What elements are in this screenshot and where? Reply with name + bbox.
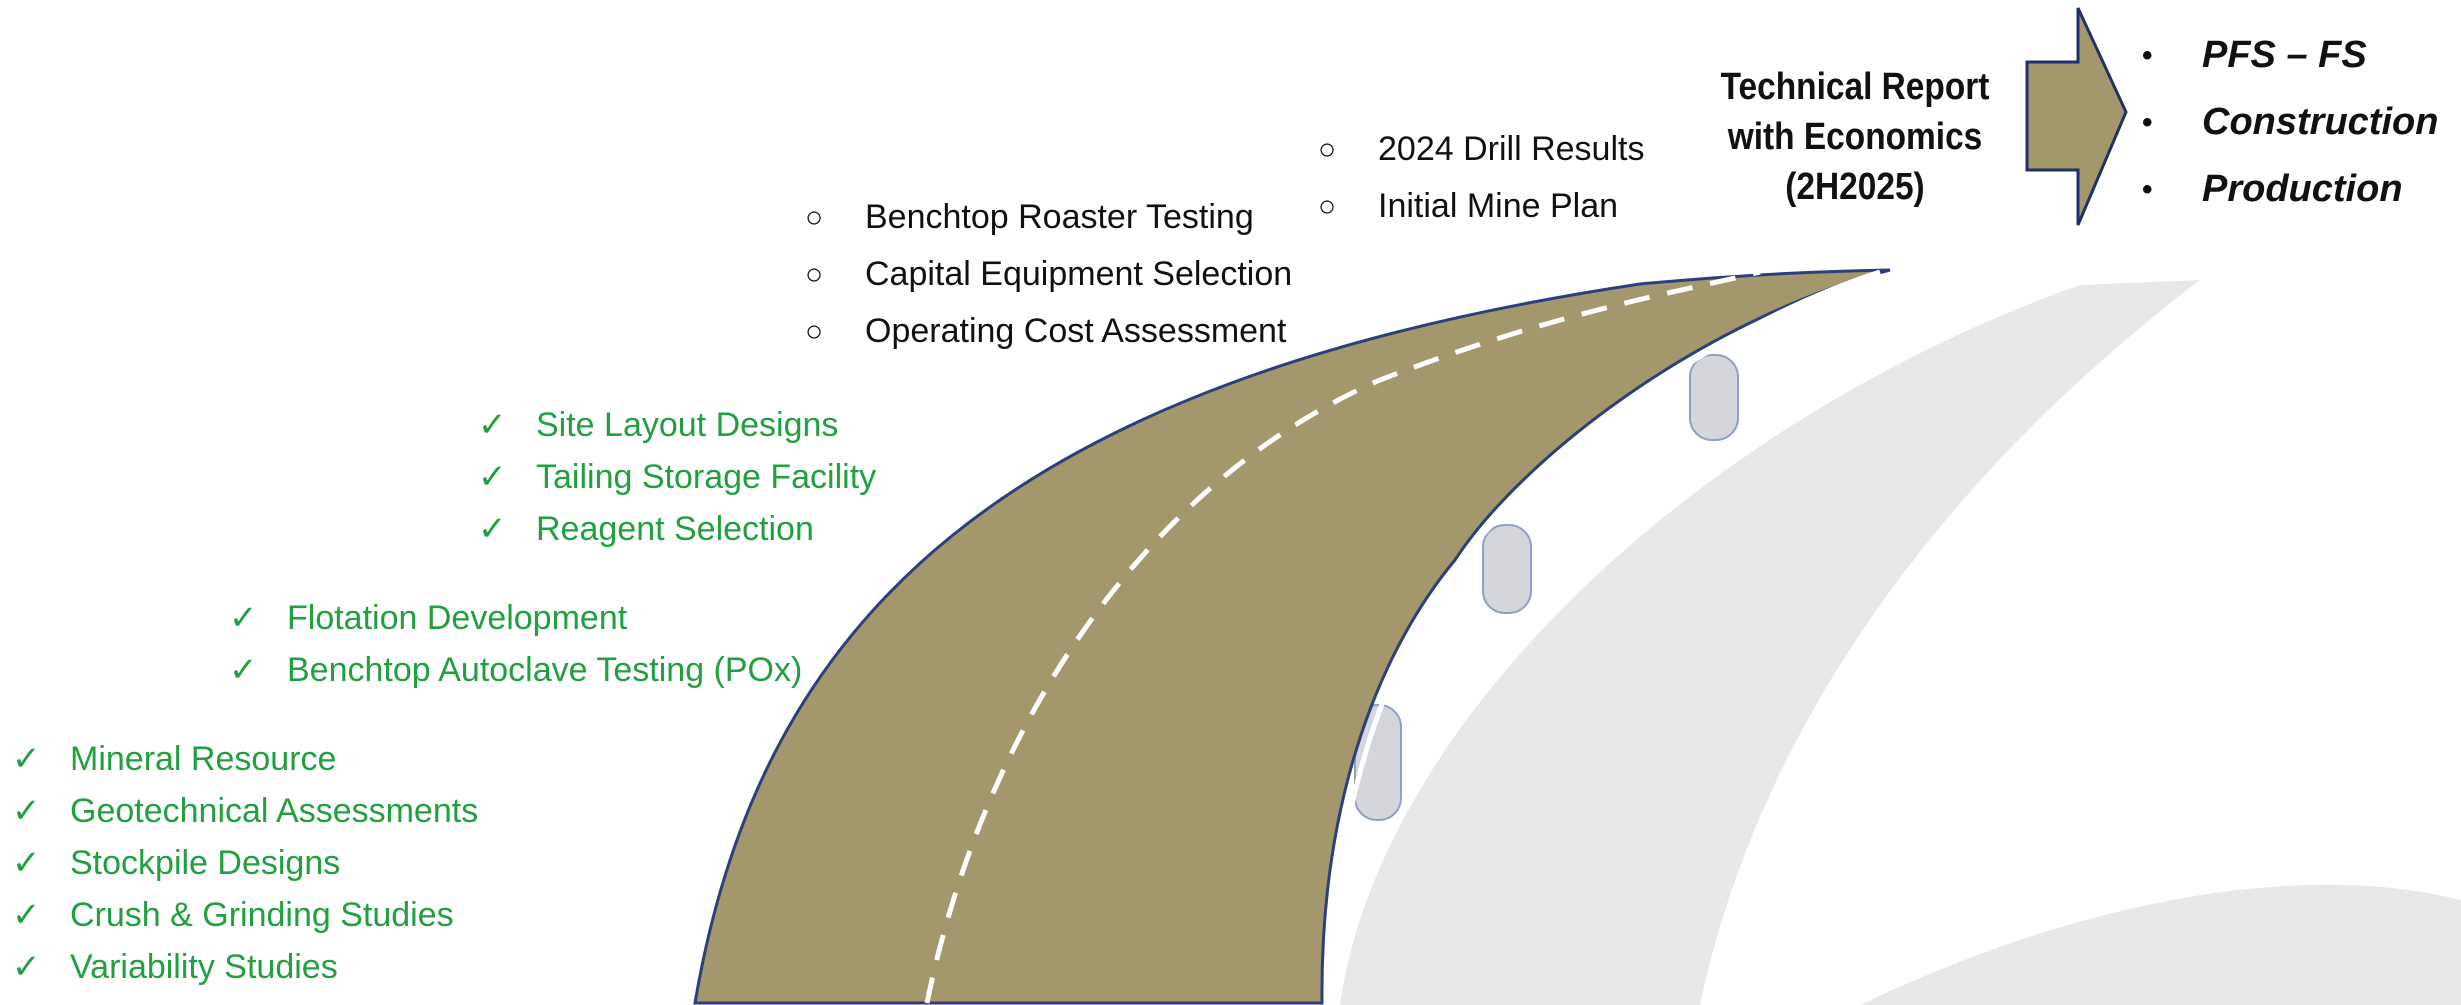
milestone-group-5: ○ 2024 Drill Results ○ Initial Mine Plan (1318, 121, 1644, 235)
milestone-item: ✓ Site Layout Designs (478, 399, 876, 451)
milestone-label: Flotation Development (287, 599, 628, 637)
milestone-label: Reagent Selection (536, 510, 814, 548)
bridge-pillar (1354, 704, 1402, 821)
milestone-label: Mineral Resource (70, 740, 337, 778)
circle-bullet-icon: ○ (1318, 133, 1337, 166)
check-icon: ✓ (478, 458, 507, 496)
outcome-item: • PFS – FS (2142, 22, 2438, 89)
milestone-label: Site Layout Designs (536, 406, 839, 444)
circle-bullet-icon: ○ (1318, 190, 1337, 223)
milestone-group-4: ○ Benchtop Roaster Testing ○ Capital Equipm… (805, 189, 1292, 360)
bridge-pillar (1482, 524, 1532, 614)
milestone-group-1: ✓ Mineral Resource ✓ Geotechnical Assessmen… (12, 733, 478, 993)
check-icon: ✓ (229, 651, 258, 689)
milestone-item: ○ Capital Equipment Selection (805, 246, 1292, 303)
road-edge-highlight (1327, 269, 1881, 1004)
background-swoosh-lower (1860, 884, 2461, 1005)
check-icon: ✓ (12, 948, 41, 986)
report-date: (2H2025) (1785, 166, 1925, 208)
milestone-item: ✓ Crush & Grinding Studies (12, 889, 478, 941)
road-center-line (924, 269, 1761, 1004)
check-icon: ✓ (12, 740, 41, 778)
milestone-label: Initial Mine Plan (1378, 187, 1619, 225)
milestone-label: Operating Cost Assessment (865, 312, 1287, 350)
milestone-group-3: ✓ Site Layout Designs ✓ Tailing Storage Fac… (478, 399, 876, 555)
milestone-label: Variability Studies (70, 948, 338, 986)
road-surface (693, 268, 1891, 1005)
check-icon: ✓ (478, 510, 507, 548)
check-icon: ✓ (478, 406, 507, 444)
milestone-item: ○ Operating Cost Assessment (805, 303, 1292, 360)
bridge-pillars (1354, 354, 1739, 821)
circle-bullet-icon: ○ (805, 201, 824, 234)
next-phase-arrow (2025, 7, 2128, 226)
background-swoosh-shadow (1340, 280, 2200, 1005)
milestone-label: Stockpile Designs (70, 844, 341, 882)
milestone-group-2: ✓ Flotation Development ✓ Benchtop Autoclav… (229, 592, 802, 696)
circle-bullet-icon: ○ (805, 315, 824, 348)
milestone-label: Tailing Storage Facility (536, 458, 877, 496)
check-icon: ✓ (12, 896, 41, 934)
milestone-label: 2024 Drill Results (1378, 130, 1645, 168)
check-icon: ✓ (229, 599, 258, 637)
milestone-item: ○ 2024 Drill Results (1318, 121, 1644, 178)
circle-bullet-icon: ○ (805, 258, 824, 291)
milestone-label: Benchtop Roaster Testing (865, 198, 1254, 236)
milestone-label: Capital Equipment Selection (865, 255, 1293, 293)
outcome-list: • PFS – FS • Construction • Production (2142, 22, 2438, 223)
milestone-item: ✓ Tailing Storage Facility (478, 451, 876, 503)
outcome-item: • Production (2142, 156, 2438, 223)
bullet-icon: • (2142, 173, 2153, 206)
milestone-item: ○ Initial Mine Plan (1318, 178, 1644, 235)
milestone-item: ✓ Reagent Selection (478, 503, 876, 555)
report-title-line: with Economics (1727, 116, 1983, 158)
outcome-item: • Construction (2142, 89, 2438, 156)
report-title: Technical Report with Economics (2H2025) (1710, 62, 2000, 212)
bullet-icon: • (2142, 106, 2153, 139)
check-icon: ✓ (12, 792, 41, 830)
milestone-item: ✓ Geotechnical Assessments (12, 785, 478, 837)
milestone-item: ✓ Flotation Development (229, 592, 802, 644)
milestone-item: ✓ Mineral Resource (12, 733, 478, 785)
milestone-item: ○ Benchtop Roaster Testing (805, 189, 1292, 246)
milestone-label: Geotechnical Assessments (70, 792, 479, 830)
report-title-line: Technical Report (1720, 66, 1990, 108)
milestone-label: Crush & Grinding Studies (70, 896, 454, 934)
milestone-item: ✓ Stockpile Designs (12, 837, 478, 889)
milestone-label: PFS – FS (2202, 34, 2367, 76)
check-icon: ✓ (12, 844, 41, 882)
milestone-label: Construction (2202, 101, 2439, 143)
bridge-pillar (1689, 354, 1739, 441)
milestone-label: Benchtop Autoclave Testing (POx) (287, 651, 803, 689)
milestone-item: ✓ Variability Studies (12, 941, 478, 993)
milestone-label: Production (2202, 168, 2403, 210)
milestone-item: ✓ Benchtop Autoclave Testing (POx) (229, 644, 802, 696)
bullet-icon: • (2142, 39, 2153, 72)
